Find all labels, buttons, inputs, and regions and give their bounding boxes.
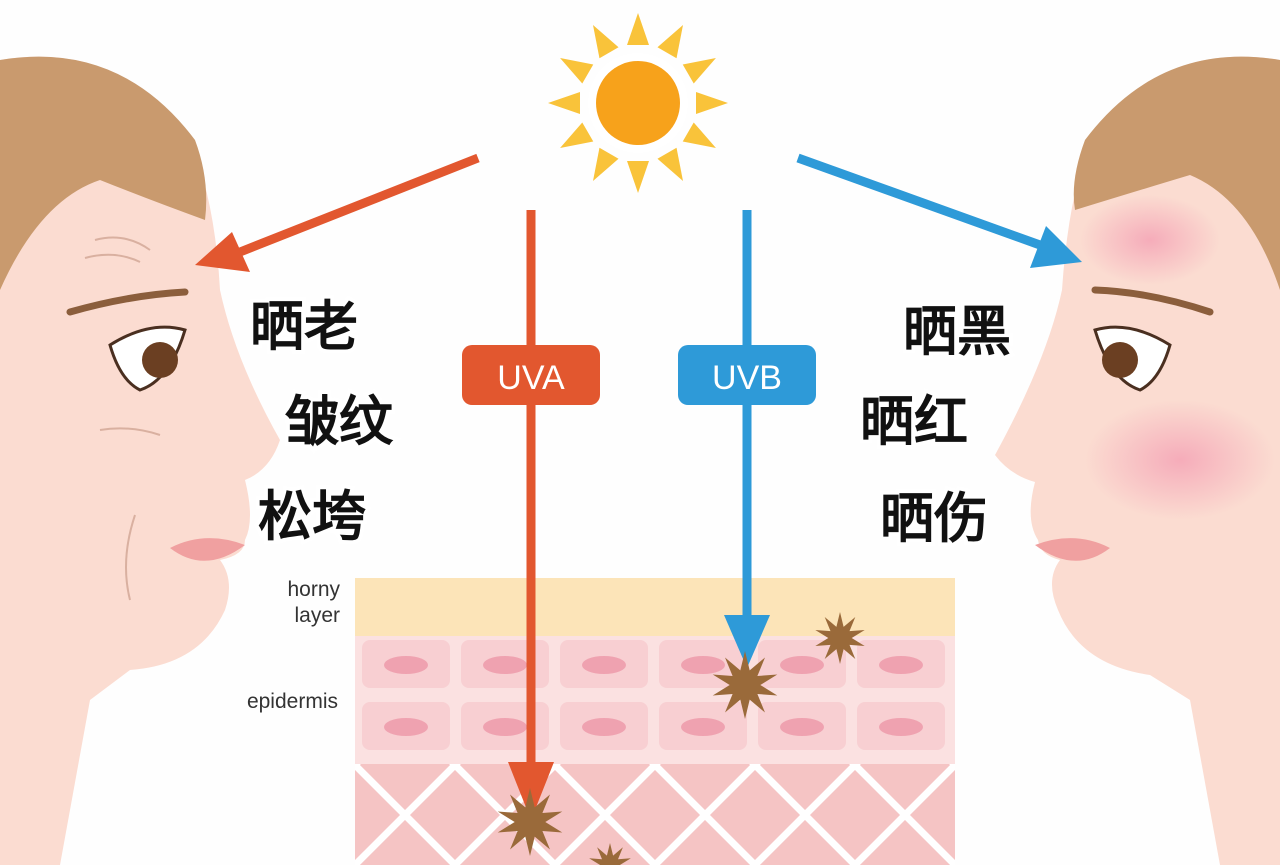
uva-arrows (195, 153, 554, 820)
right-eyebrow (1091, 286, 1214, 316)
uva-effect-aging: 晒老 (250, 295, 358, 358)
sun-ray (657, 147, 683, 181)
cell-nucleus (483, 718, 527, 736)
damage-burst-icon (589, 843, 631, 865)
cell-nucleus (384, 656, 428, 674)
epidermis-label: epidermis (247, 690, 338, 713)
uvb-effect-redness: 晒红 (860, 390, 968, 453)
cell-nucleus (483, 656, 527, 674)
cell-nucleus (681, 718, 725, 736)
uvb-effect-tanning: 晒黑 (903, 300, 1011, 363)
left-eyebrow (66, 288, 189, 316)
left-eye (142, 342, 178, 378)
uvb-arrows (724, 153, 1082, 668)
damage-burst-icon (497, 788, 563, 856)
uva-effect-wrinkles: 皱纹 (285, 390, 394, 453)
sun-ray (657, 25, 683, 59)
sun-ray (560, 122, 594, 148)
sun-ray (682, 58, 716, 84)
skin-cross-section (355, 578, 955, 865)
left-lips (170, 538, 245, 561)
cell-nucleus (780, 718, 824, 736)
cell-nucleus (780, 656, 824, 674)
cell-nucleus (582, 656, 626, 674)
damage-burst-icon (815, 612, 865, 664)
horny-layer (355, 578, 955, 636)
sun-ray (696, 92, 728, 114)
sun-ray (682, 122, 716, 148)
cell-nucleus (879, 656, 923, 674)
left-hair (0, 56, 207, 290)
sun-ray (593, 25, 619, 59)
sun-icon (548, 13, 728, 193)
right-lips (1035, 538, 1110, 561)
horny-label-line2: layer (294, 604, 340, 627)
uvb-badge: UVB (678, 345, 816, 405)
sun-ray (560, 58, 594, 84)
uvb-effect-sunburn: 晒伤 (880, 487, 988, 550)
damage-burst-icon (712, 651, 778, 719)
right-eye (1102, 342, 1138, 378)
left-face (0, 56, 280, 865)
uvb-label: UVB (712, 359, 782, 397)
damage-bursts (497, 612, 865, 865)
right-face (995, 56, 1280, 865)
sun-ray (548, 92, 580, 114)
uva-label: UVA (497, 359, 565, 397)
cell-nucleus (879, 718, 923, 736)
cell-nucleus (384, 718, 428, 736)
cell-nucleus (582, 718, 626, 736)
cell-nucleus (681, 656, 725, 674)
sun-ray (627, 161, 649, 193)
dermis-layer (355, 764, 955, 865)
sun-ray (593, 147, 619, 181)
sun-ray (627, 13, 649, 45)
right-hair (1073, 56, 1280, 290)
uva-effect-sagging: 松垮 (258, 485, 366, 548)
epidermis-layer (355, 636, 955, 764)
horny-label-line1: horny (287, 578, 340, 601)
uva-badge: UVA (462, 345, 600, 405)
